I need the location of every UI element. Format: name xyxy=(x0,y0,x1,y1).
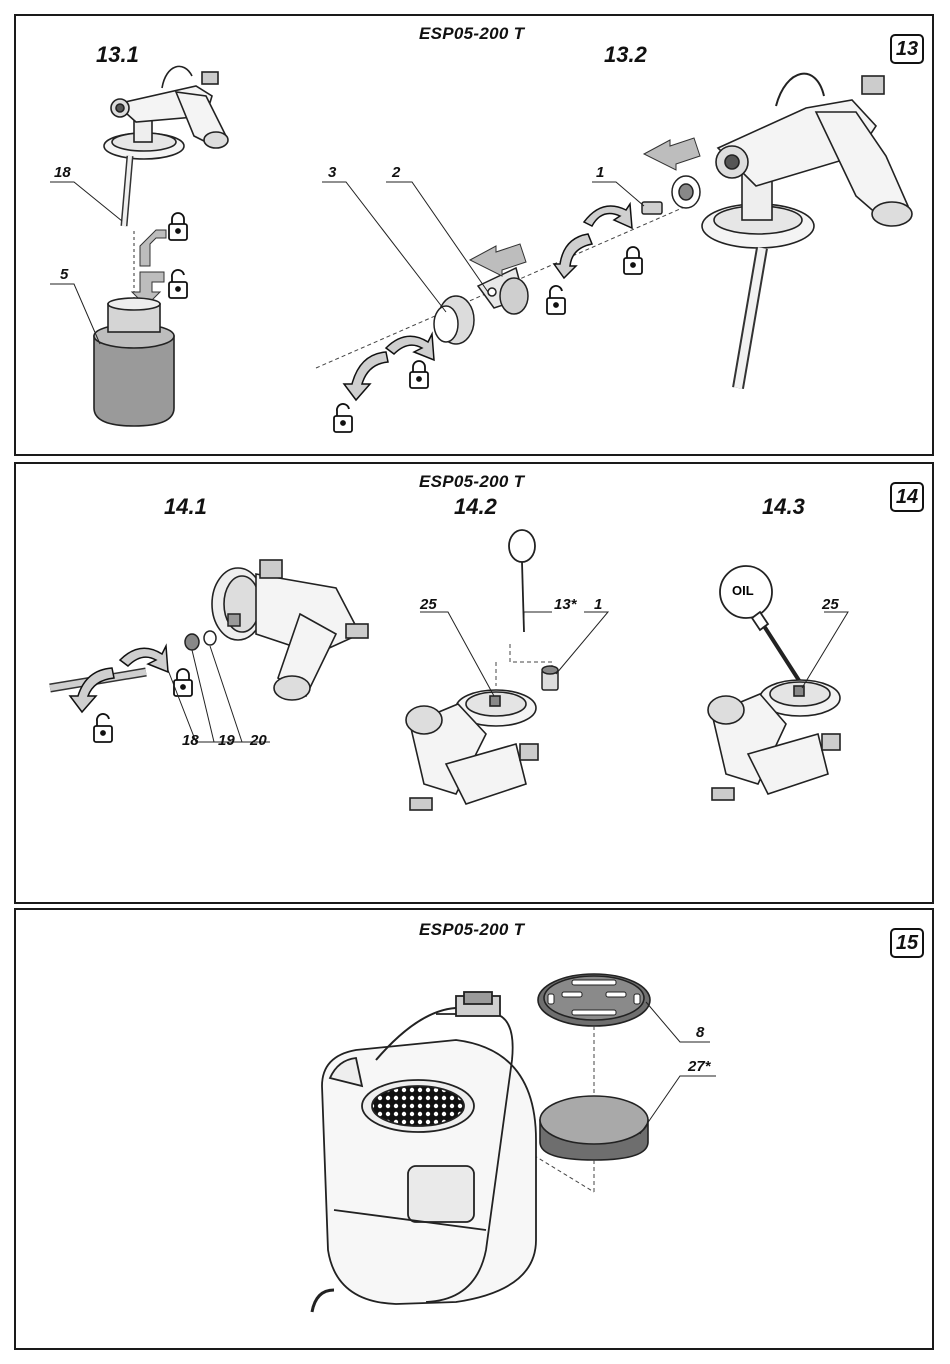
callout-2: 2 xyxy=(392,164,400,181)
callout-25: 25 xyxy=(822,596,839,613)
callout-8: 8 xyxy=(696,1024,704,1041)
callout-18: 18 xyxy=(182,732,199,749)
lock-open-icon xyxy=(169,270,187,298)
filter-grille-illustration xyxy=(538,974,650,1026)
spray-gun-14-2-illustration xyxy=(406,690,538,810)
lock-closed-icon xyxy=(624,247,642,274)
oil-label: OIL xyxy=(732,583,754,598)
callout-27-star: 27* xyxy=(688,1058,711,1075)
nozzle-part xyxy=(542,666,558,690)
model-name: ESP05-200 T xyxy=(419,472,524,492)
spray-gun-large-illustration xyxy=(702,74,912,388)
callout-19: 19 xyxy=(218,732,235,749)
callout-5: 5 xyxy=(60,266,68,283)
cleaning-tool-illustration xyxy=(509,530,535,632)
lock-closed-icon xyxy=(169,213,187,240)
air-cap-part xyxy=(478,268,528,314)
push-arrows-13-2 xyxy=(470,138,700,276)
figure-13-illustration xyxy=(16,16,936,458)
step-label-14-2: 14.2 xyxy=(454,494,497,520)
sprayer-unit-illustration xyxy=(312,992,536,1312)
lock-open-icon xyxy=(94,714,112,742)
callout-3: 3 xyxy=(328,164,336,181)
spray-gun-14-1-illustration xyxy=(212,560,368,700)
callout-1: 1 xyxy=(596,164,604,181)
figure-number-badge: 14 xyxy=(890,482,924,512)
step-label-14-1: 14.1 xyxy=(164,494,207,520)
callout-13-star: 13* xyxy=(554,596,577,613)
model-name: ESP05-200 T xyxy=(419,24,524,44)
model-name: ESP05-200 T xyxy=(419,920,524,940)
lock-closed-icon xyxy=(410,361,428,388)
figure-15-illustration xyxy=(16,910,936,1352)
callout-1: 1 xyxy=(594,596,602,613)
figure-number-badge: 13 xyxy=(890,34,924,64)
spray-gun-14-3-illustration xyxy=(708,680,840,800)
callout-25: 25 xyxy=(420,596,437,613)
figure-14-panel: ESP05-200 T 14 14.1 14.2 14.3 18 19 20 2… xyxy=(14,462,934,904)
rotate-arrows-13-2 xyxy=(344,204,632,400)
figure-14-illustration xyxy=(16,464,936,906)
figure-15-panel: ESP05-200 T 15 8 27* xyxy=(14,908,934,1350)
paint-container-illustration xyxy=(94,298,174,426)
step-label-13-1: 13.1 xyxy=(96,42,139,68)
direction-arrows-13-1 xyxy=(132,230,166,306)
retaining-ring-part xyxy=(434,296,474,344)
spray-gun-small-illustration xyxy=(104,66,228,226)
step-label-13-2: 13.2 xyxy=(604,42,647,68)
lock-open-icon xyxy=(334,404,352,432)
callout-18: 18 xyxy=(54,164,71,181)
step-label-14-3: 14.3 xyxy=(762,494,805,520)
figure-13-panel: ESP05-200 T 13 13.1 13.2 18 5 3 2 1 xyxy=(14,14,934,456)
lock-open-icon xyxy=(547,286,565,314)
nozzle-part xyxy=(642,176,700,214)
figure-number-badge: 15 xyxy=(890,928,924,958)
callout-20: 20 xyxy=(250,732,267,749)
filter-pad-illustration xyxy=(540,1096,648,1160)
